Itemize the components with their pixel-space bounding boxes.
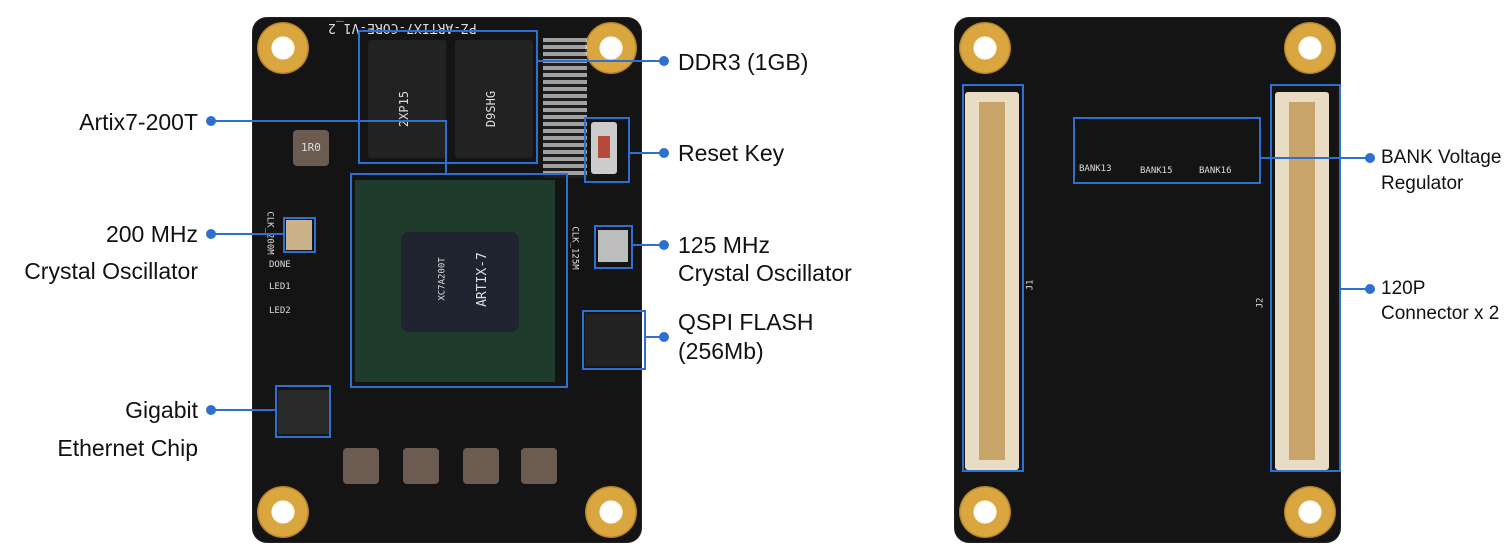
osc125-label-line2: Crystal Oscillator bbox=[678, 260, 852, 286]
qspi-label-line1: QSPI FLASH bbox=[678, 309, 814, 335]
inductor bbox=[521, 448, 557, 484]
leader-line bbox=[646, 336, 664, 338]
mounting-hole bbox=[257, 486, 309, 538]
osc200-highlight bbox=[283, 217, 316, 253]
callout-dot bbox=[206, 229, 216, 239]
qspi-highlight bbox=[582, 310, 646, 370]
crystal-125m bbox=[598, 230, 628, 262]
bank-label-line1: BANK Voltage bbox=[1381, 147, 1502, 168]
leader-line bbox=[538, 60, 664, 62]
connector-j2-highlight bbox=[1270, 84, 1341, 472]
leader-line bbox=[1341, 288, 1370, 290]
inductor bbox=[343, 448, 379, 484]
osc125-label-line1: 125 MHz bbox=[678, 232, 771, 258]
connector-j1-highlight bbox=[962, 84, 1024, 472]
reset-highlight bbox=[584, 117, 630, 183]
leader-line bbox=[1261, 157, 1370, 159]
ddr3-chip: D9SHG bbox=[455, 40, 533, 158]
leader-line bbox=[211, 120, 446, 122]
inductor bbox=[463, 448, 499, 484]
callout-dot bbox=[659, 240, 669, 250]
inductor: 1R0 bbox=[293, 130, 329, 166]
mounting-hole bbox=[959, 486, 1011, 538]
front-board-photo: PZ-ARTIX7-CORE-V1_2 2XP15 D9SHG ARTIX-7 … bbox=[253, 18, 641, 542]
artix-label: Artix7-200T bbox=[79, 109, 198, 135]
qspi-flash-chip bbox=[585, 314, 641, 366]
callout-dot bbox=[659, 148, 669, 158]
mounting-hole bbox=[1284, 486, 1336, 538]
ethernet-chip bbox=[278, 390, 330, 434]
leader-line bbox=[211, 409, 275, 411]
leader-line bbox=[630, 152, 664, 154]
connector-j2 bbox=[1275, 92, 1329, 470]
qspi-label-line2: (256Mb) bbox=[678, 338, 764, 364]
ddr3-label: DDR3 (1GB) bbox=[678, 49, 809, 75]
mounting-hole bbox=[585, 486, 637, 538]
callout-dot bbox=[1365, 153, 1375, 163]
mounting-hole bbox=[257, 22, 309, 74]
callout-dot bbox=[206, 116, 216, 126]
osc200-label-line2: Crystal Oscillator bbox=[24, 258, 198, 284]
reset-key-label: Reset Key bbox=[678, 140, 785, 166]
callout-dot bbox=[1365, 284, 1375, 294]
ethernet-label-line2: Ethernet Chip bbox=[57, 435, 198, 461]
inductor bbox=[403, 448, 439, 484]
fpga-package: ARTIX-7 XC7A200T bbox=[355, 180, 555, 382]
connector-j1 bbox=[965, 92, 1019, 470]
crystal-200m bbox=[286, 220, 312, 250]
osc200-label-line1: 200 MHz bbox=[105, 221, 198, 247]
bank-label-line2: Regulator bbox=[1381, 173, 1464, 194]
connector-label-line1: 120P bbox=[1381, 278, 1426, 299]
back-board-photo: BANK13 BANK15 BANK16 J1 J2 bbox=[955, 18, 1340, 542]
leader-line bbox=[445, 120, 447, 173]
mounting-hole bbox=[959, 22, 1011, 74]
fpga-die: ARTIX-7 XC7A200T bbox=[401, 232, 519, 332]
leader-line bbox=[633, 244, 664, 246]
callout-dot bbox=[659, 332, 669, 342]
ddr3-highlight bbox=[358, 30, 538, 164]
ethernet-label-line1: Gigabit bbox=[125, 397, 198, 423]
bank-highlight bbox=[1073, 117, 1261, 184]
fpga-highlight bbox=[350, 173, 568, 388]
mounting-hole bbox=[585, 22, 637, 74]
osc125-highlight bbox=[594, 225, 633, 269]
mounting-hole bbox=[1284, 22, 1336, 74]
callout-dot bbox=[206, 405, 216, 415]
leader-line bbox=[211, 233, 283, 235]
connector-label-line2: Connector x 2 bbox=[1381, 303, 1500, 324]
pin-header bbox=[543, 38, 587, 178]
callout-dot bbox=[659, 56, 669, 66]
ethernet-highlight bbox=[275, 385, 331, 438]
reset-button bbox=[591, 122, 617, 174]
ddr3-chip: 2XP15 bbox=[368, 40, 446, 158]
